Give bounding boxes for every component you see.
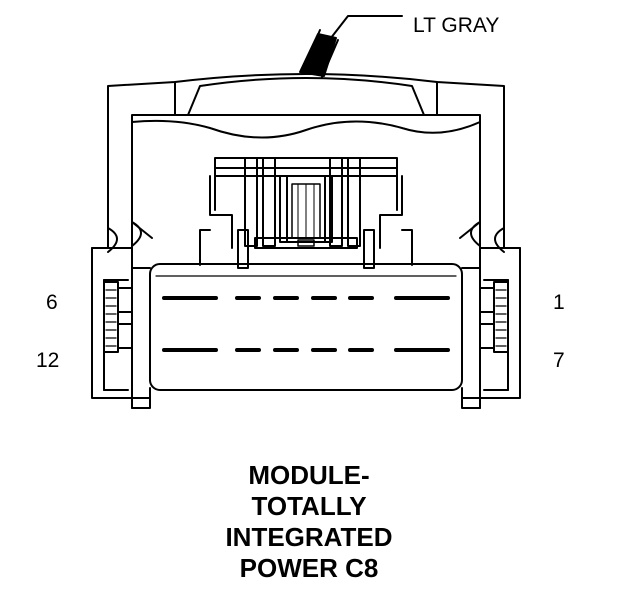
right-rib-stack xyxy=(495,289,507,347)
caption-line-2: TOTALLY xyxy=(251,491,367,521)
pivot-bumps xyxy=(107,221,505,253)
caption-line-1: MODULE- xyxy=(248,460,370,490)
pin-body xyxy=(149,263,463,391)
connector-caption: MODULE- TOTALLY INTEGRATED POWER C8 xyxy=(150,460,468,584)
wire-color-label: LT GRAY xyxy=(413,14,500,37)
caption-line-4: POWER C8 xyxy=(239,553,379,583)
latch-assembly xyxy=(199,157,413,269)
pin-label-6: 6 xyxy=(46,291,58,314)
left-rib-stack xyxy=(105,289,117,347)
connector-hood xyxy=(107,73,505,249)
pin-label-7: 7 xyxy=(553,349,565,372)
caption-line-3: INTEGRATED xyxy=(225,522,393,552)
left-flange xyxy=(91,247,151,409)
right-flange xyxy=(461,247,521,409)
pin-label-12: 12 xyxy=(36,349,60,372)
wire-bundle xyxy=(299,29,339,78)
pin-label-1: 1 xyxy=(553,291,565,314)
